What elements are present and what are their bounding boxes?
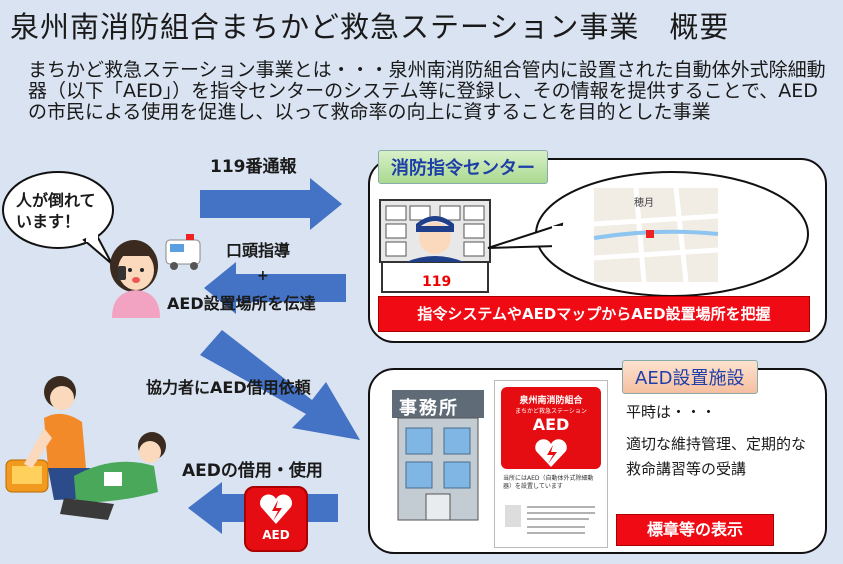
label-plus: +	[257, 268, 269, 284]
map-place-label: 穂月	[634, 198, 654, 209]
label-aed-location: AED設置場所を伝達	[167, 294, 316, 313]
page-title: 泉州南消防組合まちかど救急ステーション事業 概要	[10, 10, 730, 44]
command-center-tag: 消防指令センター	[378, 150, 548, 184]
normal-times-label: 平時は・・・	[626, 403, 717, 421]
label-borrow-use: AEDの借用・使用	[182, 461, 323, 481]
label-borrow-request: 協力者にAED借用依頼	[146, 378, 311, 397]
arrow-borrow-request	[200, 330, 360, 440]
facility-banner: 標章等の表示	[616, 514, 774, 546]
dispatcher-illustration	[379, 199, 491, 293]
sticker-line1: 泉州南消防組合	[519, 396, 583, 406]
arrow-oral-guidance	[204, 262, 346, 314]
sticker-fine-print	[505, 505, 595, 534]
speech-bubble	[2, 171, 114, 265]
aed-box: AED	[244, 486, 308, 552]
normal-times-description: 適切な維持管理、定期的な救命講習等の受講	[626, 435, 807, 478]
intro-text: まちかど救急ステーション事業とは・・・泉州南消防組合管内に設置された自動体外式除…	[28, 59, 826, 123]
sticker-aed: AED	[532, 415, 570, 434]
label-oral-guidance: 口頭指導	[226, 241, 291, 260]
aed-box-label: AED	[262, 528, 290, 542]
office-sign: 事務所	[399, 398, 459, 419]
office-building-illustration	[392, 390, 484, 521]
rescue-scene-illustration	[5, 376, 166, 520]
command-center-banner: 指令システムやAEDマップからAED設置場所を把握	[378, 296, 810, 332]
sticker-line2: まちかど救急ステーション	[515, 408, 587, 415]
map-thought-bubble	[487, 171, 809, 297]
facility-tag: AED設置施設	[622, 360, 758, 394]
aed-sticker-red-panel: 泉州南消防組合 まちかど救急ステーション AED	[501, 387, 601, 469]
label-119-call: 119番通報	[210, 157, 297, 177]
caller-speech-text: 人が倒れています！	[16, 191, 96, 231]
sticker-note: 当所にはAED（自動体外式除細動器）を設置しています	[503, 475, 594, 490]
aed-heart-icon	[260, 494, 292, 524]
heart-bolt-icon	[535, 439, 567, 467]
arrow-119-call	[200, 178, 342, 230]
caller-person-illustration	[110, 234, 201, 318]
aed-sticker: 泉州南消防組合 まちかど救急ステーション AED 当所にはAED（自動体外式除細…	[494, 380, 608, 548]
dispatch-phone-number: 119	[422, 274, 452, 290]
